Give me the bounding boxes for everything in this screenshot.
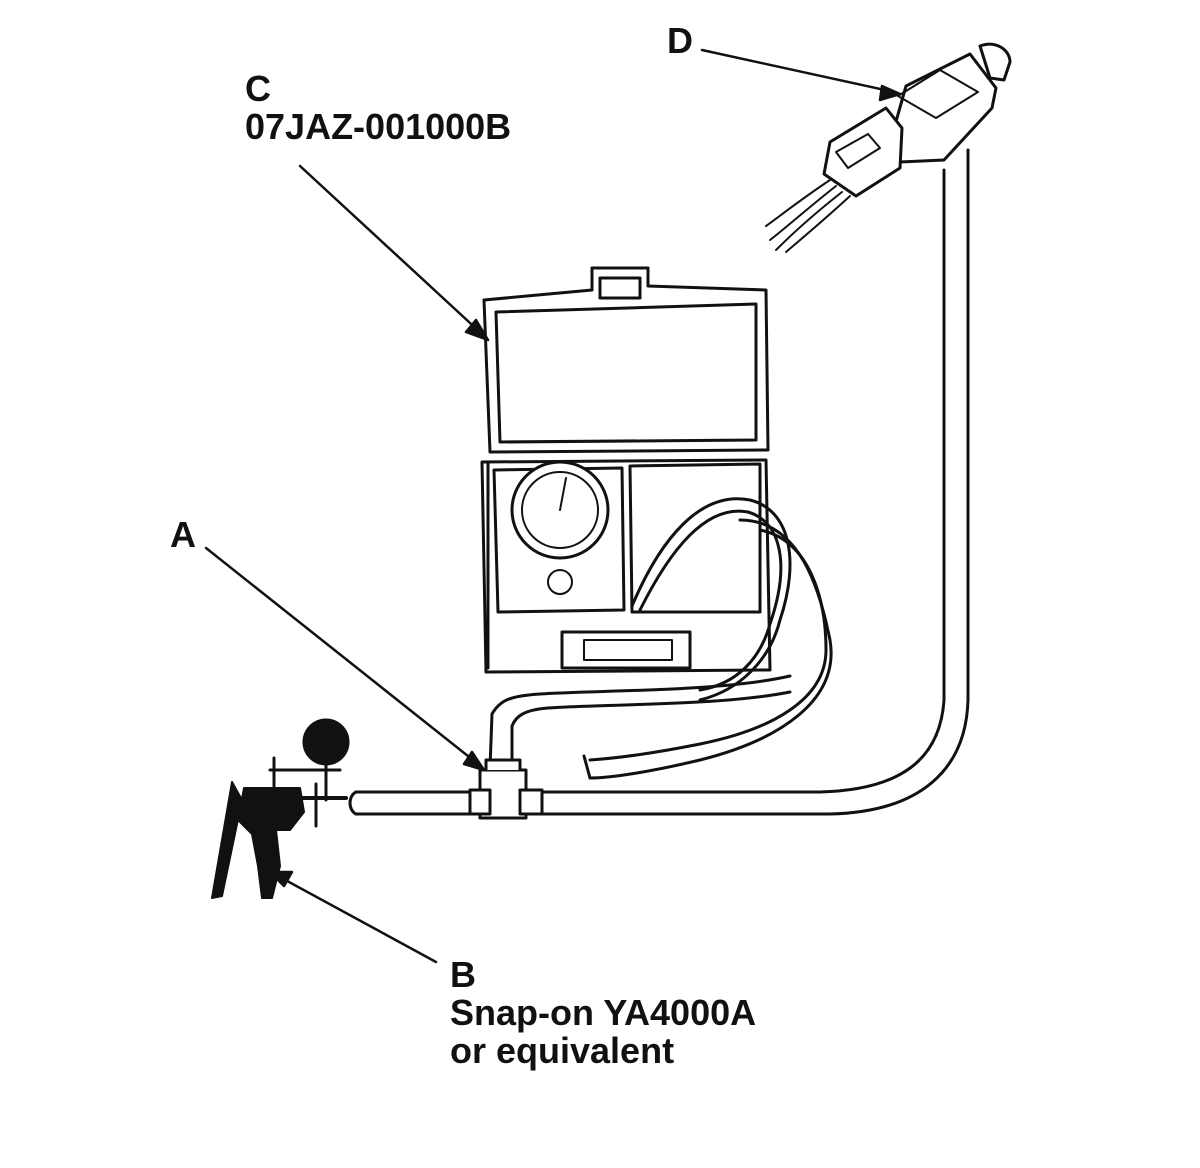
leader-b-arrowhead xyxy=(268,870,294,888)
leader-a xyxy=(204,546,480,766)
hand-vacuum-pump xyxy=(211,718,350,899)
case-latch xyxy=(560,630,692,670)
callout-d-letter: D xyxy=(667,20,693,61)
case-lid xyxy=(482,266,770,454)
callout-d: D xyxy=(667,22,693,60)
leader-d xyxy=(700,48,896,94)
leader-c-arrowhead xyxy=(464,318,490,342)
pressure-gauge-face xyxy=(521,471,599,549)
case-lid-tab xyxy=(598,276,642,300)
callout-c-part-number: 07JAZ-001000B xyxy=(245,106,512,147)
leader-b xyxy=(276,874,438,964)
tester-case xyxy=(480,266,772,674)
case-latch-inner xyxy=(583,639,673,661)
case-compartment-right xyxy=(628,462,762,614)
case-hoses xyxy=(488,497,833,780)
case-lid-inner xyxy=(494,302,758,444)
callout-c: C 07JAZ-001000B xyxy=(245,70,511,146)
callout-b-note: or equivalent xyxy=(450,1030,675,1071)
callout-a-letter: A xyxy=(170,514,196,555)
callout-b: B Snap-on YA4000A or equivalent xyxy=(450,956,756,1070)
panel-button xyxy=(547,569,573,595)
callout-b-tool-name: Snap-on YA4000A xyxy=(450,992,757,1033)
leader-lines xyxy=(204,48,902,964)
tee-fitting xyxy=(348,758,544,820)
connector xyxy=(765,42,1012,253)
leader-c xyxy=(298,164,484,336)
callout-a: A xyxy=(170,516,196,554)
leader-d-arrowhead xyxy=(878,84,902,102)
callout-b-letter: B xyxy=(450,954,476,995)
callout-c-letter: C xyxy=(245,68,271,109)
pump-gauge xyxy=(302,718,350,766)
pressure-gauge-needle xyxy=(559,477,567,511)
leader-a-arrowhead xyxy=(462,750,486,772)
